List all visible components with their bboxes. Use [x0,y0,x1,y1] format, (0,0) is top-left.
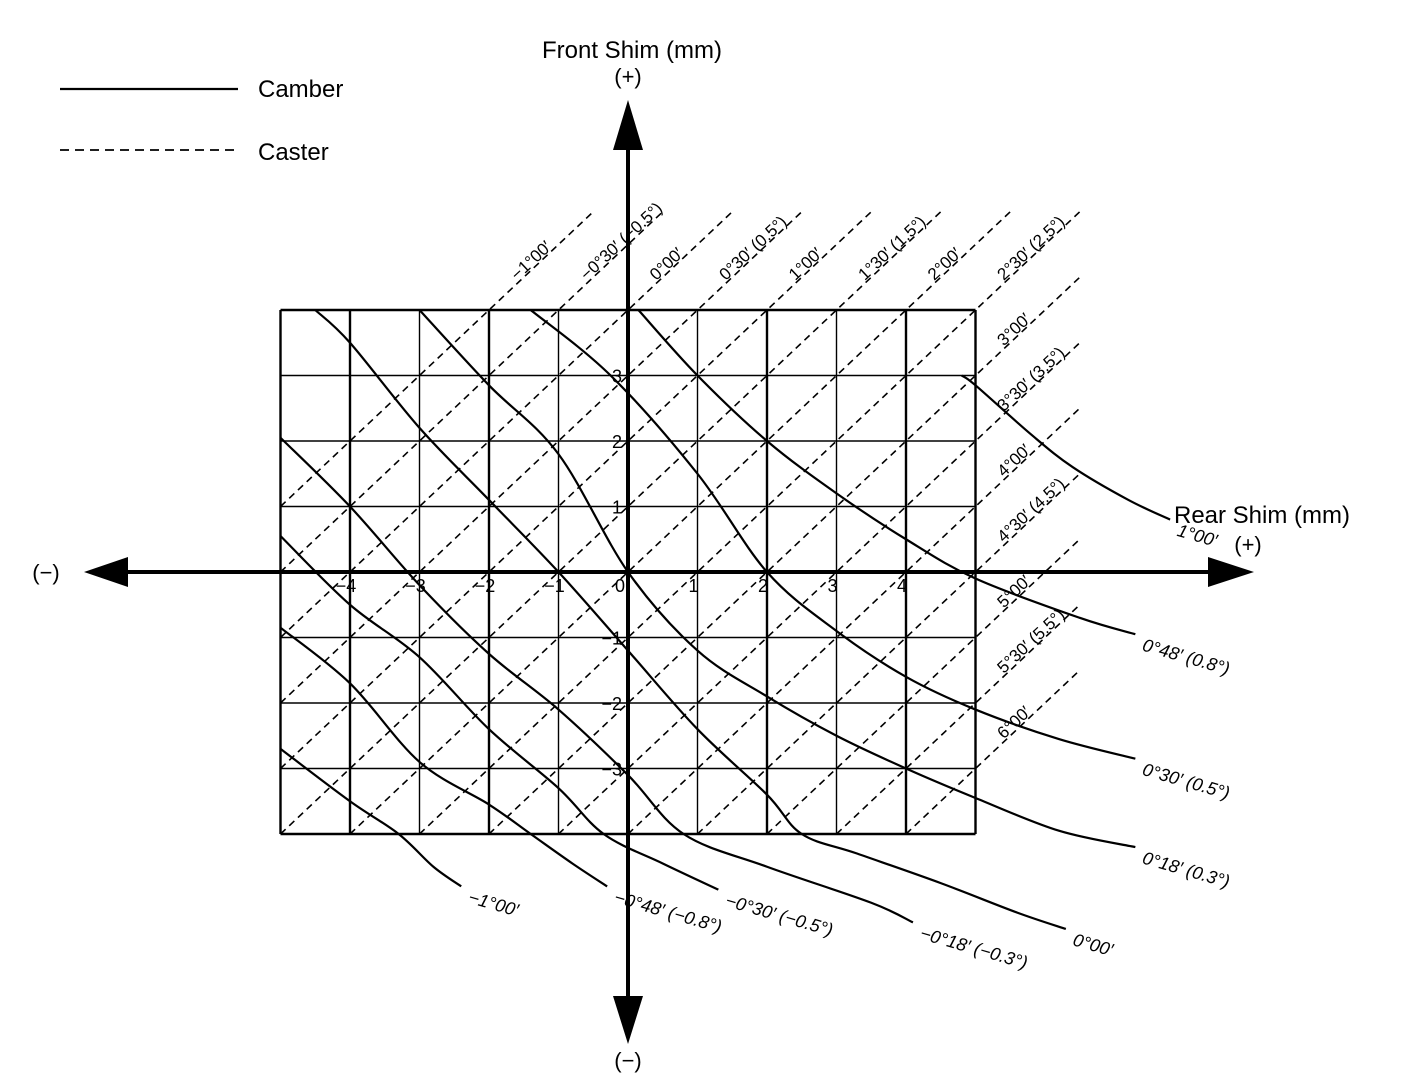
camber-lines [279,309,1171,931]
axes [84,100,1254,1044]
y-tick-label: −3 [601,760,622,780]
caster-label-5-30-5-5: 5°30′ (5.5°) [994,605,1069,677]
x-tick-label: −4 [336,576,357,596]
caster-line-4-00 [627,407,1081,835]
tick-labels: −4 −3 −2 −1 0 1 2 3 4 3 2 1 −1 −2 −3 [336,367,907,780]
curve-labels: 6°00′ 5°30′ (5.5°)5°00′ 4°30′ (4.5°)4°00′ 3… [466,199,1232,973]
caster-label-2-00: 2°00′ [924,244,965,284]
camber-label-0-00: 0°00′ [1071,930,1116,961]
caster-line-3-00 [488,276,1081,835]
x-tick-label: 2 [758,576,768,596]
x-tick-label: −2 [475,576,496,596]
x-tick-label: 3 [827,576,837,596]
camber-label-minus1-00: −1°00′ [466,887,521,920]
caster-label-4-30-4-5: 4°30′ (4.5°) [994,474,1069,546]
x-tick-label: 4 [897,576,907,596]
caster-label-6-00: 6°00′ [994,702,1035,742]
caster-line-0-00 [279,211,733,639]
camber-curve-0-18-0-3 [418,309,1136,849]
legend-camber-label: Camber [258,76,343,103]
x-tick-label: −1 [544,576,565,596]
camber-curve-minus0-18-minus0-3 [279,436,914,924]
caster-line-2-00 [349,211,1011,835]
x-axis-arrow-left-icon [84,557,128,587]
camber-curve-0-00 [314,309,1067,931]
camber-curve-minus1-00 [279,747,462,888]
legend-caster-label: Caster [258,139,329,166]
caster-label-2-30-2-5: 2°30′ (2.5°) [994,212,1069,284]
camber-label-0-30-0-5: 0°30′ (0.5°) [1140,759,1232,803]
y-axis-arrow-down-icon [613,996,643,1044]
camber-curve-minus0-30-minus0-5 [279,535,719,891]
camber-label-0-48-0-8: 0°48′ (0.8°) [1140,635,1232,679]
y-tick-label: −1 [601,629,622,649]
caster-line-0-30-0-5 [279,211,803,704]
camber-curve-0-48-0-8 [637,309,1136,636]
caster-label-1-00: 1°00′ [785,244,826,284]
camber-label-0-18-0-3: 0°18′ (0.3°) [1140,848,1232,892]
caster-label-1-30-1-5: 1°30′ (1.5°) [855,212,930,284]
axis-titles: Front Shim (mm) (+) (−) Rear Shim (mm) (… [32,37,1350,1073]
camber-label-minus0-30-minus0-5: −0°30′ (−0.5°) [723,890,835,940]
caster-line-minus0-30-minus0-5 [279,211,664,573]
y-tick-label: 3 [612,367,622,387]
caster-line-1-00 [279,211,872,770]
y-tick-label: −2 [601,694,622,714]
legend: Camber Caster [60,76,343,166]
caster-label-0-00: 0°00′ [646,244,687,284]
x-axis-arrow-right-icon [1208,557,1254,587]
x-axis-plus-label: (+) [1234,532,1262,557]
caster-line-5-30-5-5 [835,604,1081,835]
y-axis-title: Front Shim (mm) [542,37,722,64]
x-tick-label: −3 [405,576,426,596]
y-axis-arrow-up-icon [613,100,643,150]
x-axis-minus-label: (−) [32,560,60,585]
x-tick-label: 1 [688,576,698,596]
caster-label-4-00: 4°00′ [994,440,1035,480]
x-tick-label: 0 [615,576,625,596]
camber-curve-minus0-48-minus0-8 [279,626,608,888]
caster-label-3-00: 3°00′ [994,309,1035,349]
y-axis-minus-label: (−) [614,1048,642,1073]
caster-line-1-30-1-5 [279,211,942,835]
camber-curve-1-00 [960,374,1171,521]
y-tick-label: 2 [612,432,622,452]
caster-label-minus1-00: −1°00′ [507,237,555,284]
caster-line-4-30-4-5 [696,473,1081,835]
caster-line-2-30-2-5 [418,211,1081,835]
caster-line-6-00 [905,669,1081,835]
y-tick-label: 1 [612,498,622,518]
caster-label-0-30-0-5: 0°30′ (0.5°) [716,212,791,284]
x-axis-title: Rear Shim (mm) [1174,502,1350,529]
y-axis-plus-label: (+) [614,64,642,89]
caster-label-3-30-3-5: 3°30′ (3.5°) [994,343,1069,415]
camber-label-minus0-18-minus0-3: −0°18′ (−0.3°) [918,923,1030,973]
caster-label-5-00: 5°00′ [994,571,1035,611]
caster-lines [279,211,1081,835]
